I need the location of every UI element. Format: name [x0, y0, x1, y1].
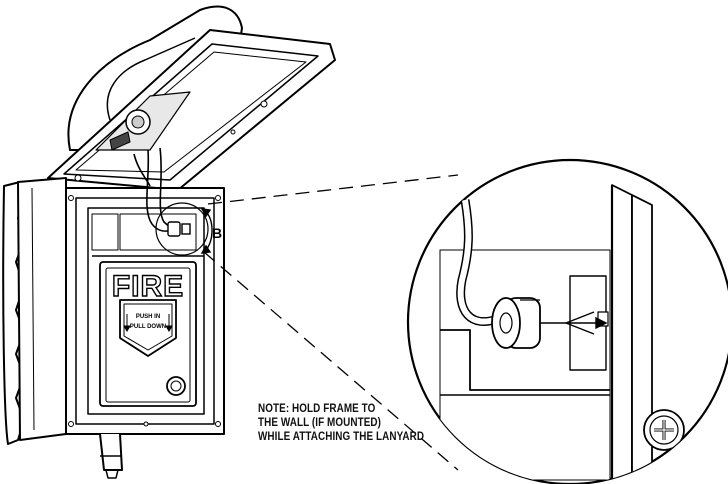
callout-b-label: B	[212, 225, 222, 241]
handle-label-line2: PULL DOWN	[130, 324, 166, 330]
callout-b-arrows	[200, 208, 213, 254]
note-line2: THE WALL (IF MOUNTED)	[258, 417, 382, 429]
detail-content	[439, 175, 685, 484]
handle-arrows	[123, 314, 173, 332]
handle-label-line1: PUSH IN	[136, 314, 160, 320]
note-line1: : HOLD FRAME TO	[285, 403, 376, 415]
pull-station	[99, 261, 197, 407]
open-cover	[47, 5, 336, 191]
attachment-point	[155, 202, 209, 256]
insert-arrows	[540, 311, 608, 335]
leader-lines	[203, 174, 459, 471]
note-line3: WHILE ATTACHING THE LANYARD	[258, 431, 425, 443]
instruction-note: NOTE: HOLD FRAME TO THE WALL (IF MOUNTED…	[258, 402, 430, 444]
note-label: NOTE	[258, 403, 286, 415]
fire-label: FIRE	[112, 270, 184, 303]
